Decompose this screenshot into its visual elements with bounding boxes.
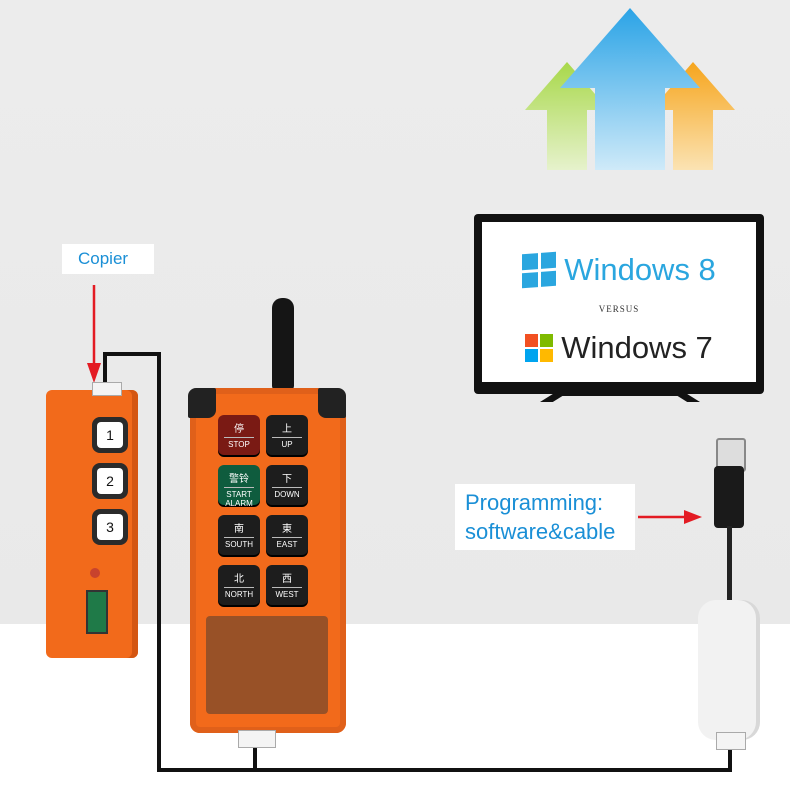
remote-button-north[interactable]: 北 NORTH: [218, 565, 260, 605]
monitor-screen: Windows 8 VERSUS Windows 7: [482, 222, 756, 382]
cable-top: [103, 352, 161, 356]
programming-label: Programming: software&cable: [455, 484, 635, 550]
alarm-cn-label: 警铃: [229, 474, 249, 485]
copier-button-2[interactable]: 2: [92, 463, 128, 499]
up-en-label: UP: [272, 437, 302, 449]
monitor-stand: [540, 392, 700, 402]
remote-corner-bumper-right: [318, 388, 346, 418]
cable-left: [157, 352, 161, 772]
south-cn-label: 南: [234, 524, 244, 535]
windows7-logo-icon: [525, 334, 554, 362]
programming-line-1: Programming:: [465, 490, 604, 515]
remote-button-east[interactable]: 東 EAST: [266, 515, 308, 555]
remote-button-up[interactable]: 上 UP: [266, 415, 308, 455]
windows8-row: Windows 8: [482, 251, 756, 289]
upgrade-arrows-icon: [525, 8, 735, 170]
copier-led: [90, 568, 100, 578]
remote-button-start-alarm[interactable]: 警铃 START ALARM: [218, 465, 260, 508]
remote-corner-bumper-left: [188, 388, 216, 418]
usb-plug-body: [714, 466, 744, 528]
cable-copier-stub: [103, 352, 107, 392]
remote-button-west[interactable]: 西 WEST: [266, 565, 308, 605]
north-en-label: NORTH: [224, 587, 254, 599]
usb-programmer-dongle: [698, 600, 760, 740]
remote-connector: [238, 730, 276, 748]
usb-dongle-connector: [716, 732, 746, 750]
programming-arrow-icon: [638, 510, 702, 524]
remote-button-stop[interactable]: 停 STOP: [218, 415, 260, 455]
copier-label: Copier: [62, 244, 154, 274]
windows7-row: Windows 7: [482, 330, 756, 366]
versus-row: VERSUS: [482, 304, 756, 314]
copier-button-1-label: 1: [97, 422, 123, 448]
copier-connector: [92, 382, 122, 396]
copier-button-3[interactable]: 3: [92, 509, 128, 545]
east-en-label: EAST: [272, 537, 302, 549]
east-cn-label: 東: [282, 524, 292, 535]
south-en-label: SOUTH: [224, 537, 254, 549]
windows7-text: Windows 7: [561, 330, 713, 365]
copier-button-1[interactable]: 1: [92, 417, 128, 453]
remote-button-down[interactable]: 下 DOWN: [266, 465, 308, 505]
cable-remote-stub: [253, 745, 257, 770]
down-cn-label: 下: [282, 474, 292, 485]
remote-antenna: [272, 298, 294, 390]
stop-en-label: STOP: [224, 437, 254, 449]
copier-battery-clip: [86, 590, 108, 634]
cable-bottom: [157, 768, 732, 772]
down-en-label: DOWN: [272, 487, 302, 499]
stop-cn-label: 停: [234, 424, 244, 435]
cable-right: [728, 745, 732, 772]
up-cn-label: 上: [282, 424, 292, 435]
remote-pcb: [206, 616, 328, 714]
programming-line-2: software&cable: [465, 519, 616, 544]
copier-button-2-label: 2: [97, 468, 123, 494]
copier-button-3-label: 3: [97, 514, 123, 540]
west-en-label: WEST: [272, 587, 302, 599]
alarm-en-label: START ALARM: [224, 487, 254, 508]
windows8-logo-icon: [522, 251, 557, 289]
copier-arrow-icon: [87, 285, 101, 383]
remote-button-south[interactable]: 南 SOUTH: [218, 515, 260, 555]
west-cn-label: 西: [282, 574, 292, 585]
windows8-text: Windows 8: [564, 252, 716, 287]
north-cn-label: 北: [234, 574, 244, 585]
usb-cable-wire: [727, 526, 732, 606]
versus-text: VERSUS: [598, 304, 640, 314]
monitor: Windows 8 VERSUS Windows 7: [474, 214, 764, 394]
